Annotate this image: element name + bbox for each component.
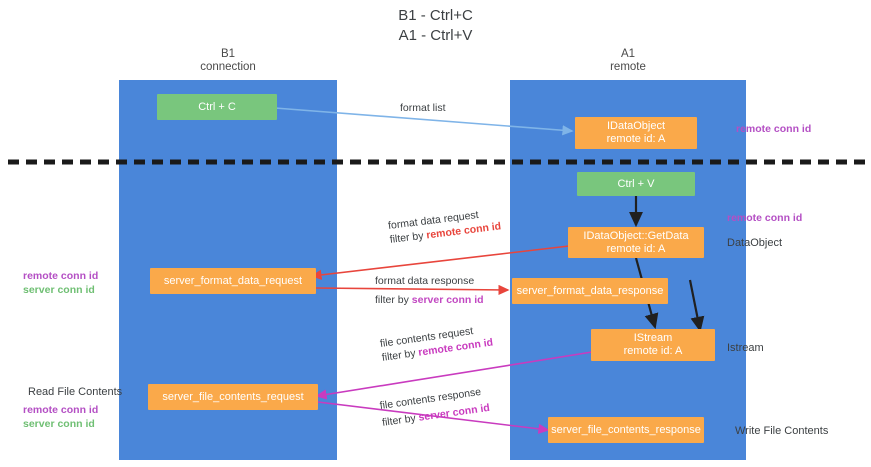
edge-label-file-contents-request: file contents request filter by remote c… bbox=[379, 322, 494, 365]
annotation-istream: Istream bbox=[727, 342, 764, 354]
annotation-left-remote-conn-id-1: remote conn id bbox=[23, 270, 99, 282]
edge-label-file-contents-response: file contents response filter by server … bbox=[379, 384, 491, 430]
filter-by-prefix: filter by bbox=[375, 294, 412, 306]
annotation-remote-conn-id-mid: remote conn id bbox=[727, 212, 803, 224]
node-server-format-data-request[interactable]: server_format_data_request bbox=[150, 268, 316, 294]
annotation-write-file-contents: Write File Contents bbox=[735, 425, 829, 437]
node-idataobject[interactable]: IDataObject remote id: A bbox=[575, 117, 697, 149]
filter-by-prefix: filter by bbox=[389, 229, 428, 246]
node-ctrl-v-label: Ctrl + V bbox=[617, 177, 655, 190]
filter-by-prefix: filter by bbox=[381, 346, 420, 364]
annotation-dataobject: DataObject bbox=[727, 237, 783, 249]
diagram-title: B1 - Ctrl+C A1 - Ctrl+V bbox=[398, 7, 473, 44]
annotation-read-file-contents: Read File Contents bbox=[28, 386, 123, 398]
edge-label-format-data-response-line1: format data response bbox=[375, 275, 475, 287]
node-idataobject-getdata[interactable]: IDataObject::GetData remote id: A bbox=[568, 227, 704, 258]
node-idataobject-label: IDataObject bbox=[606, 120, 666, 132]
node-server-format-data-response-label: server_format_data_response bbox=[516, 284, 664, 297]
node-server-file-contents-response[interactable]: server_file_contents_response bbox=[548, 417, 704, 443]
node-istream-label: IStream bbox=[633, 332, 673, 344]
lane-header-b1: B1 connection bbox=[200, 48, 256, 73]
node-istream[interactable]: IStream remote id: A bbox=[591, 329, 715, 361]
node-istream-sublabel: remote id: A bbox=[623, 345, 683, 357]
edge-label-format-data-response-line2: filter by server conn id bbox=[375, 293, 484, 307]
node-ctrl-c-label: Ctrl + C bbox=[198, 100, 236, 113]
node-server-file-contents-response-label: server_file_contents_response bbox=[551, 423, 701, 436]
node-ctrl-c[interactable]: Ctrl + C bbox=[157, 94, 277, 120]
annotation-left-remote-conn-id-2: remote conn id bbox=[23, 404, 99, 416]
node-ctrl-v[interactable]: Ctrl + V bbox=[577, 172, 695, 196]
node-idataobject-sublabel: remote id: A bbox=[606, 133, 666, 145]
lane-header-a1: A1 remote bbox=[610, 48, 646, 73]
edge-label-format-data-request: format data request filter by remote con… bbox=[387, 205, 502, 246]
filter-by-emphasis: server conn id bbox=[411, 294, 484, 306]
edge-label-format-data-response: format data response filter by server co… bbox=[375, 274, 484, 307]
annotation-left-server-conn-id-1: server conn id bbox=[23, 284, 95, 296]
edge-label-format-list-text: format list bbox=[400, 102, 446, 114]
node-server-format-data-response[interactable]: server_format_data_response bbox=[512, 278, 668, 304]
edge-label-format-list: format list bbox=[400, 101, 446, 115]
node-idataobject-getdata-label: IDataObject::GetData bbox=[583, 229, 689, 242]
annotation-left-server-conn-id-2: server conn id bbox=[23, 418, 95, 430]
node-idataobject-getdata-sublabel: remote id: A bbox=[606, 242, 666, 255]
node-server-format-data-request-label: server_format_data_request bbox=[163, 274, 303, 287]
annotation-remote-conn-id-top: remote conn id bbox=[736, 123, 812, 135]
node-server-file-contents-request-label: server_file_contents_request bbox=[162, 390, 304, 403]
filter-by-prefix: filter by bbox=[381, 411, 420, 429]
node-server-file-contents-request[interactable]: server_file_contents_request bbox=[148, 384, 318, 410]
